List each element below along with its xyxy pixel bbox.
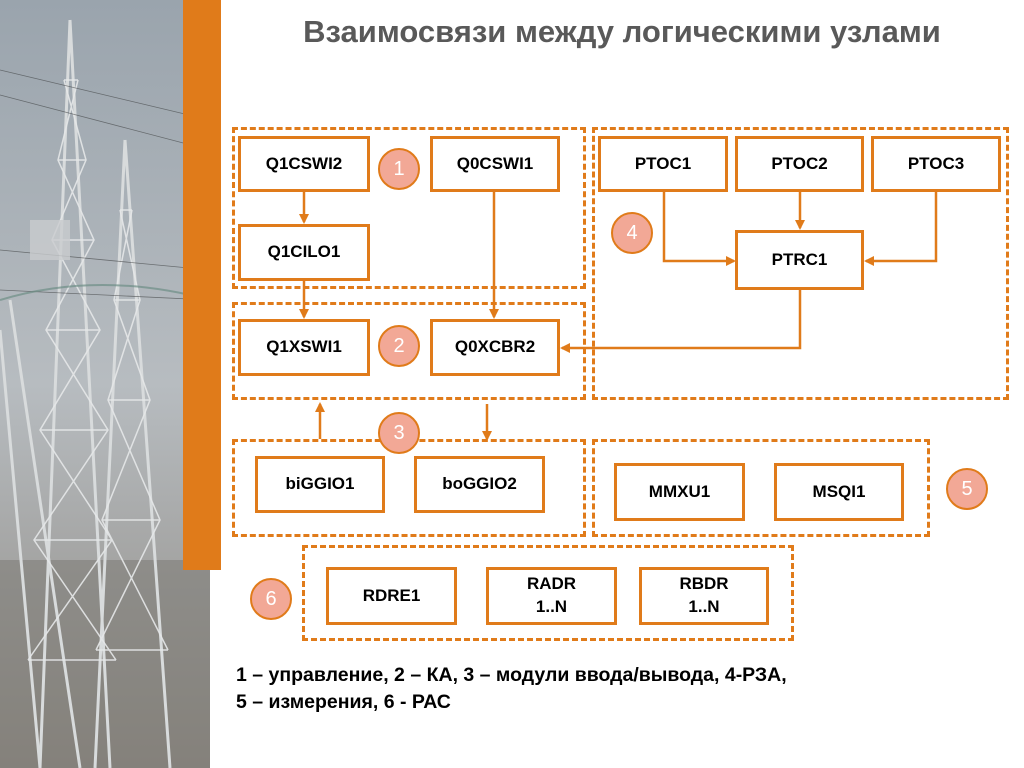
badge-1: 1 <box>378 148 420 190</box>
node-rbdr: RBDR 1..N <box>639 567 769 625</box>
legend: 1 – управление, 2 – КА, 3 – модули ввода… <box>236 662 996 717</box>
accent-bar <box>183 0 221 570</box>
node-ptoc1: PTOC1 <box>598 136 728 192</box>
legend-line-1: 1 – управление, 2 – КА, 3 – модули ввода… <box>236 664 787 686</box>
node-q0cswi1: Q0CSWI1 <box>430 136 560 192</box>
node-q1xswi1: Q1XSWI1 <box>238 319 370 376</box>
group-protection <box>592 127 1009 400</box>
badge-6: 6 <box>250 578 292 620</box>
power-tower-photo <box>0 0 210 768</box>
badge-5: 5 <box>946 468 988 510</box>
badge-4: 4 <box>611 212 653 254</box>
node-rdre1: RDRE1 <box>326 567 457 625</box>
node-q1cswi2: Q1CSWI2 <box>238 136 370 192</box>
group-control <box>232 127 586 289</box>
node-boggio2: boGGIO2 <box>414 456 545 513</box>
node-ptrc1: PTRC1 <box>735 230 864 290</box>
legend-line-2: 5 – измерения, 6 - РАС <box>236 691 451 714</box>
node-ptoc2: PTOC2 <box>735 136 864 192</box>
group-switching <box>232 302 586 400</box>
node-radr: RADR 1..N <box>486 567 617 625</box>
node-biggio1: biGGIO1 <box>255 456 385 513</box>
node-q1cilo1: Q1CILO1 <box>238 224 370 281</box>
node-mmxu1: MMXU1 <box>614 463 745 521</box>
node-q0xcbr2: Q0XCBR2 <box>430 319 560 376</box>
badge-2: 2 <box>378 325 420 367</box>
page-title: Взаимосвязи между логическими узлами <box>303 14 941 49</box>
group-recording <box>302 545 794 641</box>
group-measurement <box>592 439 930 537</box>
badge-3: 3 <box>378 412 420 454</box>
node-msqi1: MSQI1 <box>774 463 904 521</box>
node-ptoc3: PTOC3 <box>871 136 1001 192</box>
